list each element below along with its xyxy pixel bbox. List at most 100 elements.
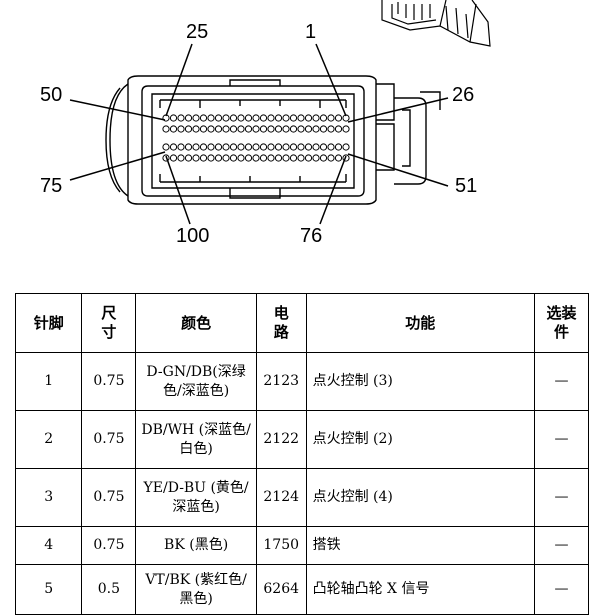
cell-option: —	[533, 468, 590, 527]
pin-cavity	[169, 154, 178, 162]
pin-cavity	[282, 154, 290, 162]
cell-circuit: 2124	[255, 468, 307, 527]
pin-cavity	[229, 114, 238, 122]
pin-cavity	[304, 125, 313, 133]
cell-function: 搭铁	[305, 526, 535, 565]
cell-pin: 5	[14, 564, 83, 615]
pin-cavity	[222, 143, 230, 151]
pin-label-51: 51	[455, 175, 477, 197]
pin-cavity	[199, 114, 208, 122]
header-size: 尺寸	[81, 293, 137, 353]
pin-cavity	[214, 114, 223, 122]
pin-cavity	[282, 114, 290, 122]
pin-label-100: 100	[176, 225, 209, 247]
pin-cavity	[252, 154, 260, 162]
pin-cavity	[289, 143, 298, 151]
pin-cavity	[304, 154, 313, 162]
pin-cavity	[312, 154, 320, 162]
cell-function: 点火控制 (4)	[305, 468, 535, 527]
pin-cavity	[177, 125, 185, 133]
pin-cavity	[199, 154, 208, 162]
pin-cavity	[184, 114, 193, 122]
cell-color: VT/BK (紫红色/黑色)	[135, 564, 257, 615]
cell-option: —	[533, 564, 590, 615]
pin-cavity	[229, 143, 238, 151]
pin-cavity	[184, 154, 193, 162]
pin-cavity	[162, 143, 170, 151]
pin-label-75: 75	[40, 175, 62, 197]
header-circuit: 电路	[255, 293, 307, 353]
pin-cavity	[259, 125, 268, 133]
pin-cavity	[327, 114, 335, 122]
pin-cavity	[312, 114, 320, 122]
pin-cavity	[267, 143, 275, 151]
pin-cavity	[229, 154, 238, 162]
pin-cavity	[184, 143, 193, 151]
pin-rows	[162, 114, 350, 162]
pin-cavity	[267, 154, 275, 162]
pin-cavity	[214, 143, 223, 151]
pin-cavity	[259, 114, 268, 122]
pin-cavity	[237, 125, 245, 133]
pin-cavity	[289, 125, 298, 133]
pin-cavity	[229, 125, 238, 133]
pin-label-25: 25	[186, 21, 208, 43]
connector-diagram: 25 1 50 26 75 51 100 76	[40, 0, 491, 247]
pin-cavity	[282, 143, 290, 151]
cell-size: 0.75	[81, 410, 137, 469]
pin-cavity	[169, 143, 178, 151]
cell-pin: 4	[14, 526, 83, 565]
pin-cavity	[327, 154, 335, 162]
cell-color: YE/D-BU (黄色/深蓝色)	[135, 468, 257, 527]
header-pin: 针脚	[14, 293, 83, 353]
table-row: 1 0.75 D-GN/DB(深绿色/深蓝色) 2123 点火控制 (3) —	[14, 352, 590, 411]
pin-cavity	[274, 125, 283, 133]
pin-cavity	[297, 143, 305, 151]
pin-cavity	[237, 143, 245, 151]
pin-cavity	[207, 125, 215, 133]
pin-cavity	[342, 143, 350, 151]
pin-cavity	[222, 114, 230, 122]
cell-size: 0.75	[81, 468, 137, 527]
pin-cavity	[282, 125, 290, 133]
pin-cavity	[319, 143, 328, 151]
connector-thumbnail	[381, 0, 491, 47]
pin-cavity	[199, 125, 208, 133]
pin-cavity	[259, 143, 268, 151]
pin-cavity	[334, 114, 343, 122]
table-row: 4 0.75 BK (黑色) 1750 搭铁 —	[14, 526, 590, 565]
pin-cavity	[222, 154, 230, 162]
pin-cavity	[192, 125, 200, 133]
pin-cavity	[207, 143, 215, 151]
pin-cavity	[327, 143, 335, 151]
pin-label-76: 76	[300, 225, 322, 247]
pin-cavity	[312, 143, 320, 151]
pin-cavity	[237, 114, 245, 122]
cell-pin: 3	[14, 468, 83, 527]
table-row: 2 0.75 DB/WH (深蓝色/白色) 2122 点火控制 (2) —	[14, 410, 590, 469]
pin-cavity	[207, 114, 215, 122]
pin-cavity	[319, 154, 328, 162]
pin-cavity	[222, 125, 230, 133]
pin-cavity	[169, 114, 178, 122]
pin-cavity	[334, 143, 343, 151]
cell-size: 0.75	[81, 526, 137, 565]
cell-circuit: 2122	[255, 410, 307, 469]
pin-cavity	[244, 114, 253, 122]
pin-cavity	[297, 125, 305, 133]
table-header-row: 针脚 尺寸 颜色 电路 功能 选装件	[14, 293, 590, 353]
cell-function: 凸轮轴凸轮 X 信号	[305, 564, 535, 615]
pin-label-26: 26	[452, 84, 474, 106]
pin-cavity	[274, 154, 283, 162]
pin-label-50: 50	[40, 84, 62, 106]
pin-cavity	[297, 154, 305, 162]
pin-cavity	[289, 154, 298, 162]
pin-cavity	[304, 143, 313, 151]
pin-cavity	[244, 154, 253, 162]
cell-option: —	[533, 352, 590, 411]
pin-cavity	[267, 125, 275, 133]
pin-cavity	[207, 154, 215, 162]
pin-cavity	[192, 114, 200, 122]
cell-size: 0.5	[81, 564, 137, 615]
pin-cavity	[312, 125, 320, 133]
